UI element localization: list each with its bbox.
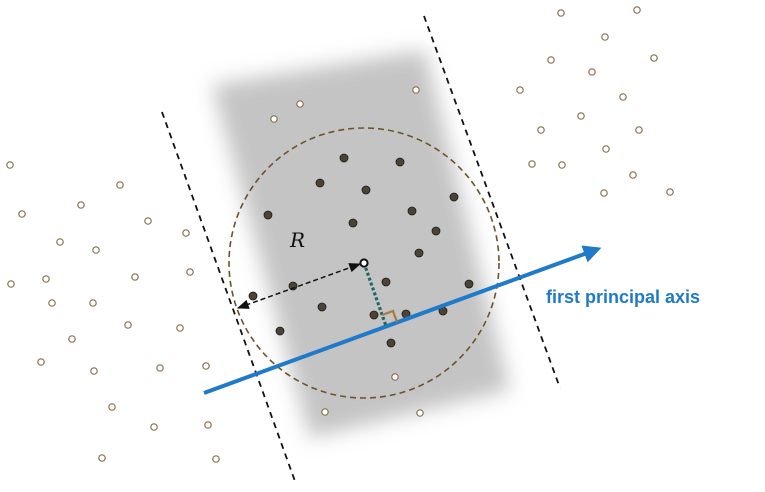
inner-point: [275, 326, 285, 336]
outer-point: [68, 335, 76, 343]
outer-point: [602, 145, 610, 153]
outer-point: [116, 181, 124, 189]
outer-point: [577, 112, 585, 120]
outer-point: [321, 408, 329, 416]
outer-point: [108, 403, 116, 411]
inner-point: [449, 192, 459, 202]
outer-point: [391, 373, 399, 381]
inner-point: [263, 210, 273, 220]
inner-point: [339, 153, 349, 163]
shaded-region: [212, 50, 510, 438]
outer-point: [528, 160, 536, 168]
right-boundary-line: [423, 15, 561, 389]
inner-point: [248, 291, 258, 301]
outer-point: [588, 68, 596, 76]
outer-point: [186, 268, 194, 276]
outer-point: [270, 115, 278, 123]
outer-point: [98, 454, 106, 462]
inner-point: [407, 206, 417, 216]
outer-point: [56, 238, 64, 246]
radius-arrow: [236, 263, 362, 309]
outer-point: [90, 367, 98, 375]
inner-point: [369, 310, 379, 320]
projection-line: [362, 262, 388, 327]
outer-point: [537, 126, 545, 134]
outer-point: [77, 201, 85, 209]
outer-point: [124, 321, 132, 329]
outer-point: [89, 299, 97, 307]
outer-point: [144, 217, 152, 225]
outer-point: [516, 86, 524, 94]
outer-point: [633, 6, 641, 14]
outer-points: [6, 6, 674, 463]
outer-point: [150, 423, 158, 431]
outer-point: [666, 188, 674, 196]
outer-point: [547, 56, 555, 64]
outer-point: [156, 364, 164, 372]
outer-point: [6, 161, 14, 169]
outer-point: [42, 275, 50, 283]
outer-point: [416, 409, 424, 417]
outer-point: [37, 358, 45, 366]
inner-point: [464, 279, 474, 289]
outer-point: [176, 324, 184, 332]
outer-point: [204, 421, 212, 429]
outer-point: [212, 455, 220, 463]
outer-point: [629, 171, 637, 179]
inner-point: [361, 185, 371, 195]
inner-point: [315, 178, 325, 188]
outer-point: [48, 299, 56, 307]
outer-point: [557, 9, 565, 17]
outer-point: [600, 189, 608, 197]
outer-point: [18, 210, 26, 218]
center-point: [359, 258, 369, 268]
right-angle-marker: [381, 309, 399, 323]
inner-point: [348, 218, 358, 228]
outer-point: [635, 126, 643, 134]
inner-point: [317, 302, 327, 312]
outer-point: [7, 280, 15, 288]
outer-point: [558, 161, 566, 169]
inner-point: [386, 338, 396, 348]
principal-axis-label: first principal axis: [546, 287, 700, 307]
principal-axis-arrow: [203, 245, 602, 395]
outer-point: [202, 362, 210, 370]
outer-point: [182, 229, 190, 237]
outer-point: [650, 54, 658, 62]
outer-point: [296, 100, 304, 108]
radius-label: R: [289, 228, 305, 252]
radius-circle: [228, 127, 500, 399]
inner-point: [414, 248, 424, 258]
outer-point: [92, 246, 100, 254]
inner-point: [381, 277, 391, 287]
outer-point: [601, 33, 609, 41]
inner-point: [395, 157, 405, 167]
inner-point: [431, 226, 441, 236]
outer-point: [619, 93, 627, 101]
outer-point: [131, 273, 139, 281]
outer-point: [412, 86, 420, 94]
